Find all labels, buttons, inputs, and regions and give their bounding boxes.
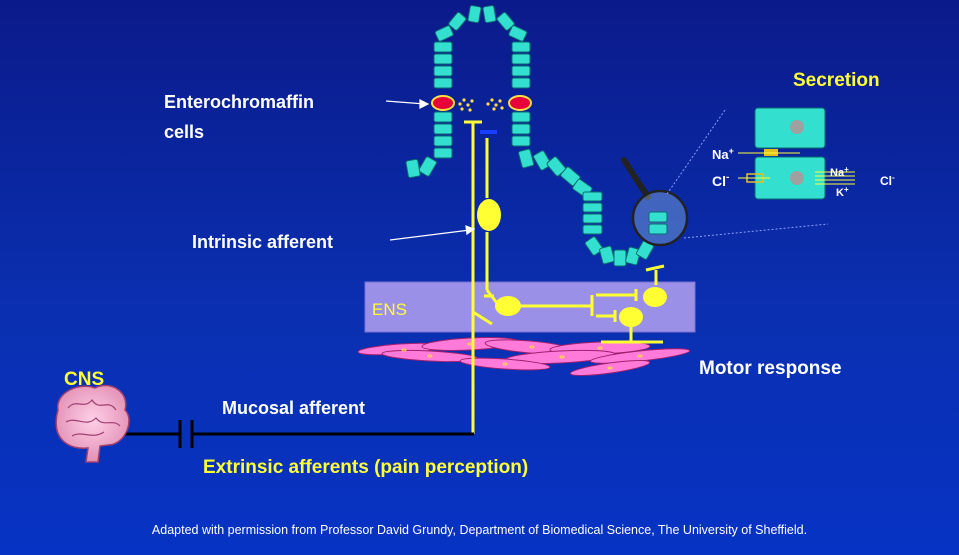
extrinsic-afferents-label: Extrinsic afferents (pain perception) <box>203 457 528 478</box>
enterochromaffin-cell <box>509 96 531 110</box>
motor-response-label: Motor response <box>699 358 842 379</box>
magnifier-icon <box>624 160 687 245</box>
secretion-label: Secretion <box>793 70 880 91</box>
enterochromaffin-label-line2: cells <box>164 122 204 142</box>
cns-label: CNS <box>64 369 104 390</box>
intrinsic-afferent-soma <box>477 199 501 231</box>
enterochromaffin-label-line1: Enterochromaffin <box>164 92 314 112</box>
villus-epithelium <box>406 5 654 266</box>
ens-interneuron <box>495 296 521 316</box>
mucosal-afferent-label: Mucosal afferent <box>222 398 365 418</box>
serotonin-granules <box>458 98 503 111</box>
enterochromaffin-cell <box>432 96 454 110</box>
brain-icon <box>56 385 129 462</box>
ion-na-left: Na+ <box>712 146 734 162</box>
ion-na-right: Na+ <box>830 165 849 179</box>
ion-cl-right: Cl- <box>880 173 895 188</box>
secretomotor-neuron <box>643 287 667 307</box>
ion-cl-left: Cl- <box>712 172 729 189</box>
ens-label: ENS <box>372 300 407 319</box>
motor-neuron <box>619 307 643 327</box>
ion-k-right: K+ <box>836 185 849 199</box>
intrinsic-afferent-label: Intrinsic afferent <box>192 232 333 252</box>
credit-footer: Adapted with permission from Professor D… <box>0 523 959 537</box>
mucosal-afferent-fiber <box>118 420 474 448</box>
